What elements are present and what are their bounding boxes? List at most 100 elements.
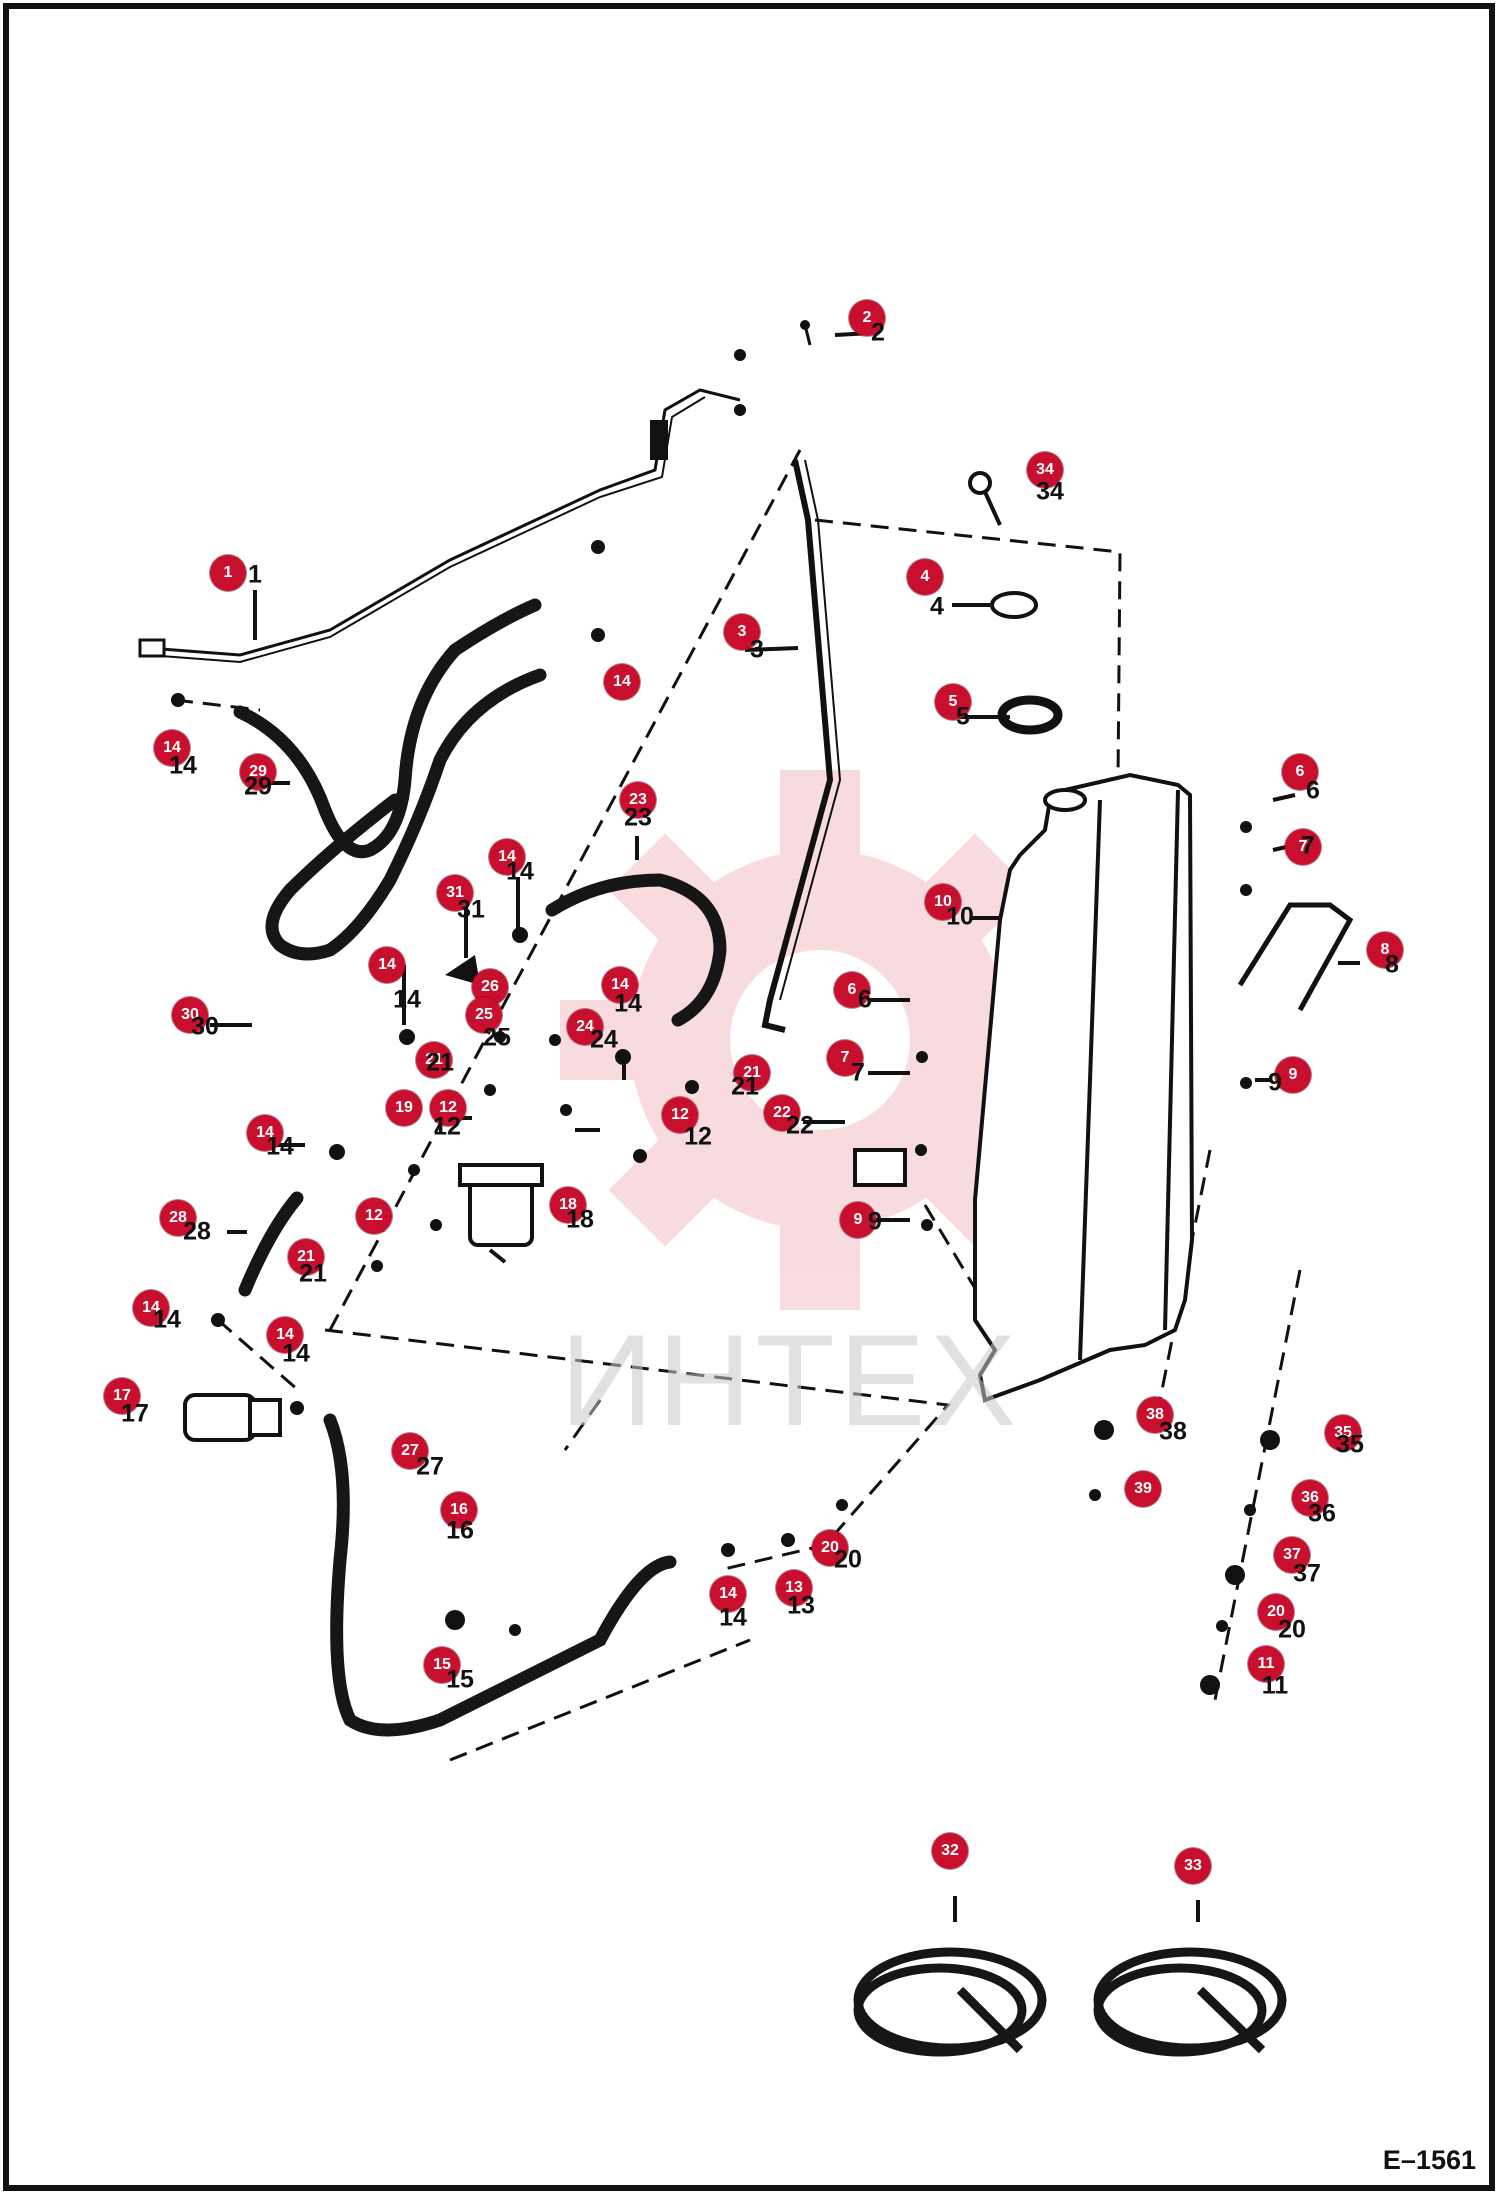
eye-bolt: [968, 471, 992, 495]
callout-7[interactable]: 7: [1285, 829, 1321, 865]
callout-24[interactable]: 24: [567, 1009, 603, 1045]
hose-30: [265, 668, 547, 961]
callout-14[interactable]: 14: [489, 839, 525, 875]
callout-33[interactable]: 33: [1175, 1848, 1211, 1884]
callout-6[interactable]: 6: [834, 972, 870, 1008]
callout-14[interactable]: 14: [154, 730, 190, 766]
callout-32[interactable]: 32: [932, 1833, 968, 1869]
part-number-label: 15: [446, 1665, 474, 1694]
callout-21[interactable]: 21: [288, 1239, 324, 1275]
callout-10[interactable]: 10: [925, 884, 961, 920]
callout-14[interactable]: 14: [247, 1115, 283, 1151]
part-number-label: 7: [851, 1058, 865, 1087]
fuel-pump: [183, 1393, 282, 1442]
watermark-text: ИНТЕХ: [560, 1307, 1021, 1453]
callout-31[interactable]: 31: [437, 875, 473, 911]
part-number-label: 37: [1293, 1559, 1321, 1588]
part-number-label: 2: [871, 318, 885, 347]
part-number-label: 14: [169, 751, 197, 780]
part-number-label: 14: [506, 857, 534, 886]
callout-21[interactable]: 21: [416, 1042, 452, 1078]
callout-1[interactable]: 1: [210, 555, 246, 591]
dash-fitting: [563, 1399, 602, 1451]
part-number-label: 21: [731, 1072, 759, 1101]
part-number-label: 5: [956, 702, 970, 731]
part-number-label: 6: [858, 985, 872, 1014]
callout-8[interactable]: 8: [1367, 932, 1403, 968]
callout-12[interactable]: 12: [356, 1198, 392, 1234]
small-fittings: [171, 320, 1280, 1695]
part-number-label: 23: [624, 803, 652, 832]
callout-20[interactable]: 20: [812, 1530, 848, 1566]
callout-14[interactable]: 14: [369, 947, 405, 983]
callout-35[interactable]: 35: [1325, 1415, 1361, 1451]
dash-clamp: [449, 1638, 751, 1762]
callout-16[interactable]: 16: [441, 1492, 477, 1528]
part-number-label: 18: [566, 1205, 594, 1234]
callout-17[interactable]: 17: [104, 1378, 140, 1414]
callout-4[interactable]: 4: [907, 559, 943, 595]
part-number-label: 9: [868, 1207, 882, 1236]
callout-13[interactable]: 13: [776, 1570, 812, 1606]
hose-23: [545, 873, 727, 1027]
callout-38[interactable]: 38: [1137, 1397, 1173, 1433]
callout-14[interactable]: 14: [133, 1290, 169, 1326]
callout-12[interactable]: 12: [662, 1097, 698, 1133]
hose-27: [323, 1413, 677, 1737]
callout-25[interactable]: 25: [466, 997, 502, 1033]
part-number-label: 8: [1385, 950, 1399, 979]
bracket-22: [853, 1148, 907, 1187]
callout-37[interactable]: 37: [1274, 1537, 1310, 1573]
part-number-label: 20: [1278, 1615, 1306, 1644]
callout-39[interactable]: 39: [1125, 1471, 1161, 1507]
callout-7[interactable]: 7: [827, 1040, 863, 1076]
callout-3[interactable]: 3: [724, 614, 760, 650]
callout-12[interactable]: 12: [430, 1090, 466, 1126]
wire-harness: [147, 388, 741, 657]
callout-14[interactable]: 14: [602, 967, 638, 1003]
bracket-31: [445, 955, 480, 985]
part-number-label: 17: [121, 1399, 149, 1428]
callout-14[interactable]: 14: [710, 1576, 746, 1612]
callout-29[interactable]: 29: [240, 754, 276, 790]
part-number-label: 9: [1268, 1068, 1282, 1097]
part-number-label: 30: [191, 1012, 219, 1041]
hose-coil-33: [1093, 1947, 1287, 2057]
callout-21[interactable]: 21: [734, 1055, 770, 1091]
part-number-label: 7: [1301, 831, 1315, 860]
part-number-label: 1: [248, 560, 262, 589]
callout-15[interactable]: 15: [424, 1647, 460, 1683]
part-number-label: 14: [719, 1603, 747, 1632]
callout-18[interactable]: 18: [550, 1187, 586, 1223]
tank-strap: [1237, 902, 1354, 1012]
callout-20[interactable]: 20: [1258, 1594, 1294, 1630]
callout-9[interactable]: 9: [1275, 1057, 1311, 1093]
part-number-label: 20: [834, 1545, 862, 1574]
part-number-label: 6: [1306, 776, 1320, 805]
callout-34[interactable]: 34: [1027, 452, 1063, 488]
part-number-label: 21: [426, 1048, 454, 1077]
callout-11[interactable]: 11: [1248, 1646, 1284, 1682]
callout-23[interactable]: 23: [620, 782, 656, 818]
hose-28: [238, 1191, 304, 1297]
part-number-label: 27: [416, 1452, 444, 1481]
part-number-label: 28: [183, 1217, 211, 1246]
callout-30[interactable]: 30: [172, 997, 208, 1033]
callout-2[interactable]: 2: [849, 300, 885, 336]
callout-28[interactable]: 28: [160, 1200, 196, 1236]
callout-19[interactable]: 19: [386, 1090, 422, 1126]
part-number-label: 14: [282, 1339, 310, 1368]
callout-5[interactable]: 5: [935, 684, 971, 720]
filler-cap: [990, 591, 1038, 619]
callout-14[interactable]: 14: [604, 664, 640, 700]
callout-14[interactable]: 14: [267, 1317, 303, 1353]
callout-36[interactable]: 36: [1292, 1480, 1328, 1516]
part-number-label: 16: [446, 1516, 474, 1545]
part-number-label: 14: [393, 985, 421, 1014]
fuel-filter: [458, 1163, 544, 1264]
callout-9[interactable]: 9: [840, 1202, 876, 1238]
callout-22[interactable]: 22: [764, 1095, 800, 1131]
callout-6[interactable]: 6: [1282, 754, 1318, 790]
callout-27[interactable]: 27: [392, 1433, 428, 1469]
